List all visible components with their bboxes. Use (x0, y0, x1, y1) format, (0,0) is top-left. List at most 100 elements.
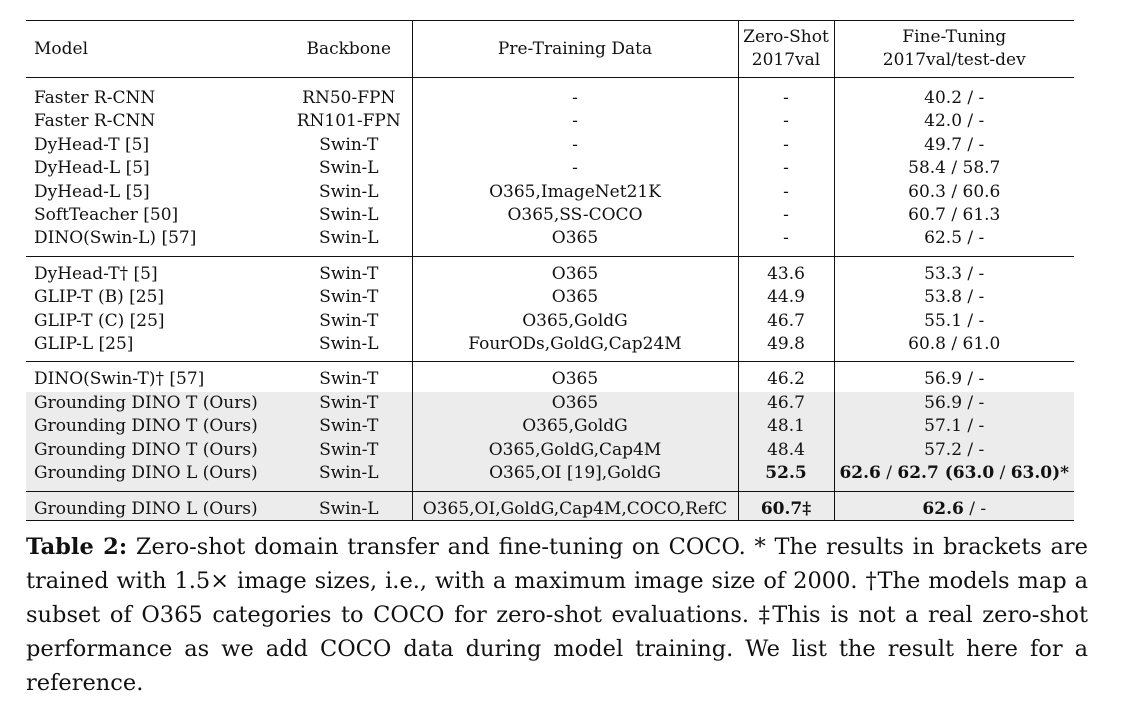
cell-zeroshot: 48.1 (738, 415, 835, 439)
finetune-tail: )* (1052, 463, 1070, 484)
table-row: SoftTeacher [50] Swin-L O365,SS-COCO - 6… (26, 204, 1074, 228)
table-row: DyHead-L [5] Swin-L - - 58.4 / 58.7 (26, 157, 1074, 181)
cell-finetune: 60.3 / 60.6 (908, 181, 1001, 202)
table-row-highlighted: Grounding DINO L (Ours) Swin-L O365,OI [… (26, 462, 1074, 491)
cell-model: SoftTeacher [50] (34, 205, 179, 226)
cell-finetune: 53.3 / - (834, 255, 1074, 287)
cell-pretrain: FourODs,GoldG,Cap24M (412, 333, 739, 362)
cell-pretrain: O365 (412, 286, 739, 310)
finetune-paren-open: ( (938, 463, 953, 484)
cell-zeroshot: 44.9 (738, 286, 835, 310)
cell-pretrain: - (412, 133, 739, 158)
cell-zeroshot: - (738, 110, 835, 134)
results-table: Model Backbone Pre-Training Data Zero-Sh… (26, 21, 1074, 521)
cell-model: GLIP-L [25] (34, 334, 134, 355)
cell-pretrain: O365,GoldG (412, 309, 739, 334)
table-row: Faster R-CNN RN50-FPN - - 40.2 / - (26, 77, 1074, 111)
cell-backbone: Swin-T (286, 286, 413, 310)
header-backbone: Backbone (286, 21, 413, 78)
cell-model: Faster R-CNN (34, 111, 156, 132)
table-row-highlighted: Grounding DINO L (Ours) Swin-L O365,OI,G… (26, 490, 1074, 521)
cell-backbone: Swin-T (286, 438, 413, 463)
table-row: Faster R-CNN RN101-FPN - - 42.0 / - (26, 110, 1074, 134)
cell-model: DINO(Swin-T)† [57] (26, 361, 286, 392)
cell-zeroshot: - (738, 133, 835, 158)
cell-pretrain: O365,OI [19],GoldG (412, 462, 739, 491)
cell-model: GLIP-T (B) [25] (34, 287, 165, 308)
cell-backbone: RN101-FPN (286, 110, 413, 134)
table-row: DINO(Swin-L) [57] Swin-L O365 - 62.5 / - (26, 227, 1074, 257)
finetune-value-3: 63.0 (952, 463, 995, 484)
cell-finetune: 57.1 / - (834, 415, 1074, 439)
cell-backbone: Swin-T (286, 309, 413, 334)
cell-pretrain: O365,SS-COCO (412, 204, 739, 228)
cell-finetune: 62.5 / - (924, 228, 985, 249)
cell-zeroshot: 43.6 (738, 255, 835, 287)
cell-backbone: Swin-L (286, 333, 413, 362)
cell-zeroshot: 60.7‡ (738, 490, 835, 521)
caption-label: Table 2: (26, 534, 128, 560)
cell-finetune: 42.0 / - (924, 111, 985, 132)
cell-finetune: 53.8 / - (924, 287, 985, 308)
cell-zeroshot: - (738, 77, 835, 111)
header-finetune-line1: Fine-Tuning (902, 27, 1007, 47)
cell-model: DyHead-L [5] (34, 158, 150, 179)
finetune-value-2: 62.7 (897, 463, 939, 484)
table-header-row: Model Backbone Pre-Training Data Zero-Sh… (26, 21, 1074, 78)
cell-finetune: 60.7 / 61.3 (908, 205, 1001, 226)
cell-model: DyHead-T† [5] (26, 255, 286, 287)
finetune-value-1: 62.6 (839, 463, 881, 484)
table-row: DyHead-L [5] Swin-L O365,ImageNet21K - 6… (26, 180, 1074, 205)
finetune-sep: / (880, 463, 898, 484)
cell-model: Grounding DINO T (Ours) (26, 391, 286, 416)
finetune-value-4: 63.0 (1010, 463, 1053, 484)
header-zeroshot-line1: Zero-Shot (743, 27, 829, 47)
table-row: DyHead-T† [5] Swin-T O365 43.6 53.3 / - (26, 255, 1074, 287)
cell-finetune: 55.1 / - (924, 310, 985, 331)
caption-text: Zero-shot domain transfer and fine-tunin… (26, 534, 1088, 696)
cell-backbone: Swin-L (286, 462, 413, 491)
cell-zeroshot: 46.7 (738, 391, 835, 416)
cell-finetune: 56.9 / - (834, 361, 1074, 392)
cell-model: Grounding DINO L (Ours) (26, 462, 286, 491)
table-row-highlighted: Grounding DINO T (Ours) Swin-T O365 46.7… (26, 391, 1074, 416)
cell-finetune: 56.9 / - (834, 391, 1074, 416)
finetune-sep-2: / (994, 463, 1011, 484)
cell-backbone: Swin-L (286, 204, 413, 228)
finetune-value: 62.6 (922, 498, 964, 519)
cell-pretrain: O365 (412, 255, 739, 287)
cell-zeroshot: 49.8 (738, 333, 835, 362)
cell-model: Grounding DINO T (Ours) (26, 438, 286, 463)
table-top-rule (26, 20, 1074, 21)
cell-finetune: 62.6 / 62.7 (63.0 / 63.0)* (834, 462, 1074, 491)
cell-pretrain: - (412, 110, 739, 134)
cell-zeroshot: 46.7 (738, 309, 835, 334)
cell-model: DyHead-T [5] (34, 134, 150, 155)
cell-backbone: Swin-L (286, 490, 413, 521)
cell-finetune: 49.7 / - (924, 134, 985, 155)
cell-backbone: RN50-FPN (286, 77, 413, 111)
cell-zeroshot: 48.4 (738, 438, 835, 463)
cell-backbone: Swin-T (286, 415, 413, 439)
table-row: GLIP-L [25] Swin-L FourODs,GoldG,Cap24M … (26, 333, 1074, 362)
cell-model: DINO(Swin-L) [57] (34, 228, 197, 249)
table-bottom-rule (26, 520, 1074, 521)
table-row: DINO(Swin-T)† [57] Swin-T O365 46.2 56.9… (26, 361, 1074, 392)
cell-pretrain: O365 (412, 361, 739, 392)
cell-pretrain: O365,OI,GoldG,Cap4M,COCO,RefC (412, 490, 739, 521)
header-finetune-line2: 2017val/test-dev (882, 50, 1026, 70)
cell-backbone: Swin-L (286, 227, 413, 257)
cell-backbone: Swin-L (286, 180, 413, 205)
table-row-highlighted: Grounding DINO T (Ours) Swin-T O365,Gold… (26, 415, 1074, 439)
header-finetune: Fine-Tuning 2017val/test-dev (834, 21, 1074, 78)
cell-pretrain: O365 (412, 227, 739, 257)
cell-pretrain: O365,GoldG,Cap4M (412, 438, 739, 463)
table-row: GLIP-T (C) [25] Swin-T O365,GoldG 46.7 5… (26, 309, 1074, 334)
cell-backbone: Swin-T (286, 391, 413, 416)
cell-zeroshot: - (738, 157, 835, 181)
cell-pretrain: - (412, 157, 739, 181)
cell-finetune: 58.4 / 58.7 (908, 158, 1001, 179)
cell-model: DyHead-L [5] (34, 181, 150, 202)
table-row: DyHead-T [5] Swin-T - - 49.7 / - (26, 133, 1074, 158)
table-caption: Table 2: Zero-shot domain transfer and f… (26, 530, 1088, 700)
